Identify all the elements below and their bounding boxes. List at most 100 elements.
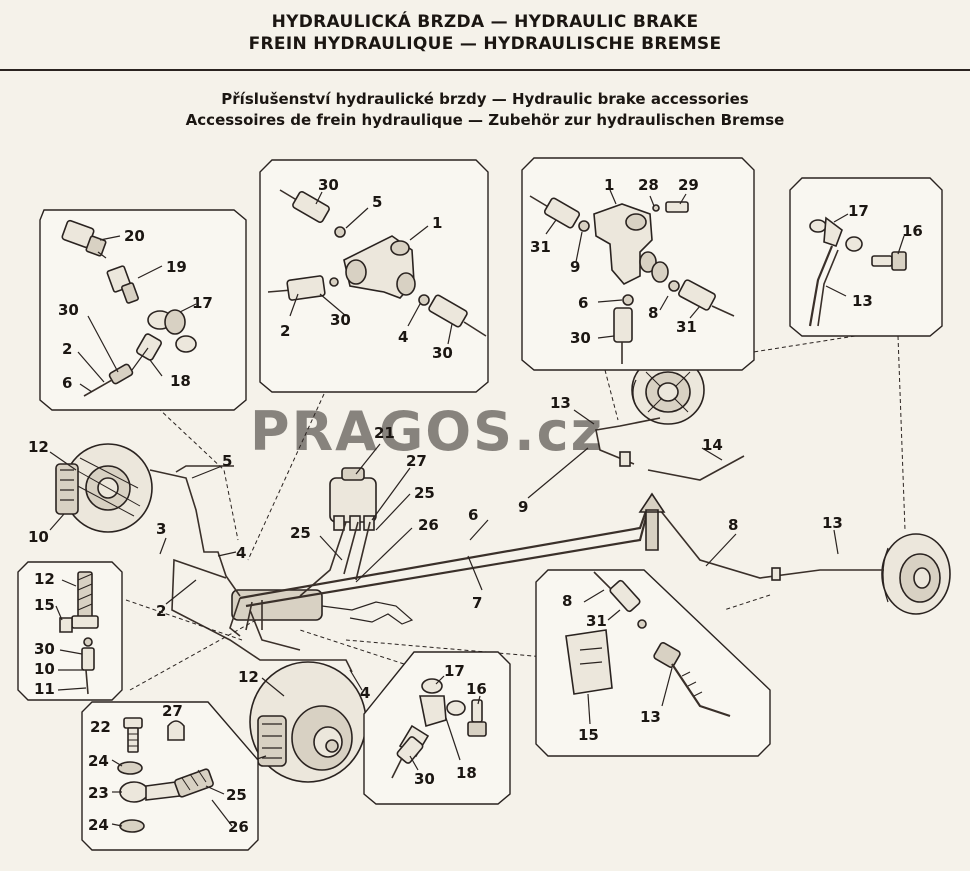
main-brake-assembly — [55, 355, 951, 783]
label-30: 30 — [414, 770, 435, 788]
label-13: 13 — [852, 292, 873, 310]
label-27: 27 — [406, 452, 427, 470]
rear-union-fittings — [529, 195, 735, 364]
label-24-b: 24 — [88, 816, 109, 834]
label-9: 9 — [570, 258, 580, 276]
panel-front-hose: 12 15 30 10 11 — [17, 561, 123, 701]
rear-hose-clip — [565, 571, 731, 718]
label-30: 30 — [58, 301, 79, 319]
label-12: 12 — [34, 570, 55, 588]
label-13: 13 — [640, 708, 661, 726]
label-2: 2 — [280, 322, 290, 340]
label-25-a: 25 — [414, 484, 435, 502]
label-30-b: 30 — [330, 311, 351, 329]
label-5: 5 — [372, 193, 382, 211]
label-12-b: 12 — [238, 668, 259, 686]
label-3: 3 — [156, 520, 166, 538]
label-16: 16 — [466, 680, 487, 698]
label-1: 1 — [432, 214, 442, 232]
label-26: 26 — [228, 818, 249, 836]
label-17: 17 — [848, 202, 869, 220]
banjo-union — [106, 265, 139, 304]
dashed-leader-lines — [125, 335, 906, 691]
label-11: 11 — [34, 680, 55, 698]
label-27: 27 — [162, 702, 183, 720]
front-left-brake-plate — [55, 443, 153, 533]
panel-rear-union: 1 28 29 31 9 6 8 31 30 — [521, 157, 755, 371]
label-2: 2 — [156, 602, 166, 620]
label-17: 17 — [444, 662, 465, 680]
label-25: 25 — [226, 786, 247, 804]
rear-left-brake-drum — [631, 355, 705, 425]
label-6: 6 — [578, 294, 588, 312]
front-right-brake-drum — [249, 661, 367, 783]
banjo-bolt-set — [117, 717, 214, 833]
label-18: 18 — [456, 764, 477, 782]
title-line-2: FREIN HYDRAULIQUE — HYDRAULISCHE BREMSE — [248, 34, 722, 54]
label-15: 15 — [578, 726, 599, 744]
label-4-a: 4 — [236, 544, 246, 562]
three-way-union — [343, 235, 416, 299]
label-12-a: 12 — [28, 438, 49, 456]
label-22: 22 — [90, 718, 111, 736]
label-8: 8 — [562, 592, 572, 610]
label-13-mid: 13 — [550, 394, 571, 412]
label-24-a: 24 — [88, 752, 109, 770]
label-6: 6 — [62, 374, 72, 392]
label-18: 18 — [170, 372, 191, 390]
rear-union — [593, 203, 669, 285]
pipe-nuts — [267, 189, 487, 337]
label-14: 14 — [702, 436, 723, 454]
rear-right-brake-drum — [881, 533, 951, 615]
label-16: 16 — [902, 222, 923, 240]
label-15: 15 — [34, 596, 55, 614]
label-9: 9 — [518, 498, 528, 516]
hose-fitting — [83, 309, 197, 397]
label-31: 31 — [586, 612, 607, 630]
label-8: 8 — [648, 304, 658, 322]
label-7: 7 — [472, 594, 482, 612]
header-divider — [0, 69, 970, 71]
label-23: 23 — [88, 784, 109, 802]
main-labels: 13 14 9 6 7 8 13 21 27 25 25 26 12 5 3 4… — [28, 394, 843, 768]
label-25-b: 25 — [290, 524, 311, 542]
label-31-a: 31 — [530, 238, 551, 256]
panel-three-way-union: 30 5 1 2 30 4 30 — [259, 159, 489, 393]
panel-brake-light-switch: 20 19 17 30 2 6 18 — [39, 209, 247, 411]
subtitle-line-2: Accessoires de frein hydraulique — Zubeh… — [185, 111, 785, 129]
label-30: 30 — [34, 640, 55, 658]
label-17: 17 — [192, 294, 213, 312]
rear-brake-hose — [808, 216, 907, 327]
label-30: 30 — [570, 329, 591, 347]
label-31-b: 31 — [676, 318, 697, 336]
label-30-a: 30 — [318, 176, 339, 194]
label-4: 4 — [398, 328, 408, 346]
label-8: 8 — [728, 516, 738, 534]
label-2: 2 — [62, 340, 72, 358]
label-19: 19 — [166, 258, 187, 276]
label-10: 10 — [34, 660, 55, 678]
label-6: 6 — [468, 506, 478, 524]
label-10: 10 — [28, 528, 49, 546]
subtitle-line-1: Příslušenství hydraulické brzdy — Hydrau… — [221, 90, 749, 108]
label-1: 1 — [604, 176, 614, 194]
brake-light-switch — [61, 219, 107, 259]
title-line-1: HYDRAULICKÁ BRZDA — HYDRAULIC BRAKE — [271, 12, 699, 32]
watermark: PRAGOS.cz — [250, 400, 604, 463]
label-30-c: 30 — [432, 344, 453, 362]
front-brake-hose — [59, 571, 99, 695]
label-29: 29 — [678, 176, 699, 194]
front-union-fitting — [391, 678, 487, 779]
panel-rear-hose: 17 16 13 — [789, 177, 943, 337]
label-20: 20 — [124, 227, 145, 245]
panel-master-cylinder-banjo: 22 27 24 23 25 24 26 — [81, 701, 259, 851]
panel-front-union: 17 16 30 18 — [363, 651, 511, 805]
label-4-b: 4 — [360, 684, 370, 702]
label-21: 21 — [374, 424, 395, 442]
label-26: 26 — [418, 516, 439, 534]
panel-rear-hose-clip: 8 31 15 13 — [535, 569, 771, 757]
label-13-right: 13 — [822, 514, 843, 532]
label-28: 28 — [638, 176, 659, 194]
master-cylinder — [231, 467, 414, 625]
